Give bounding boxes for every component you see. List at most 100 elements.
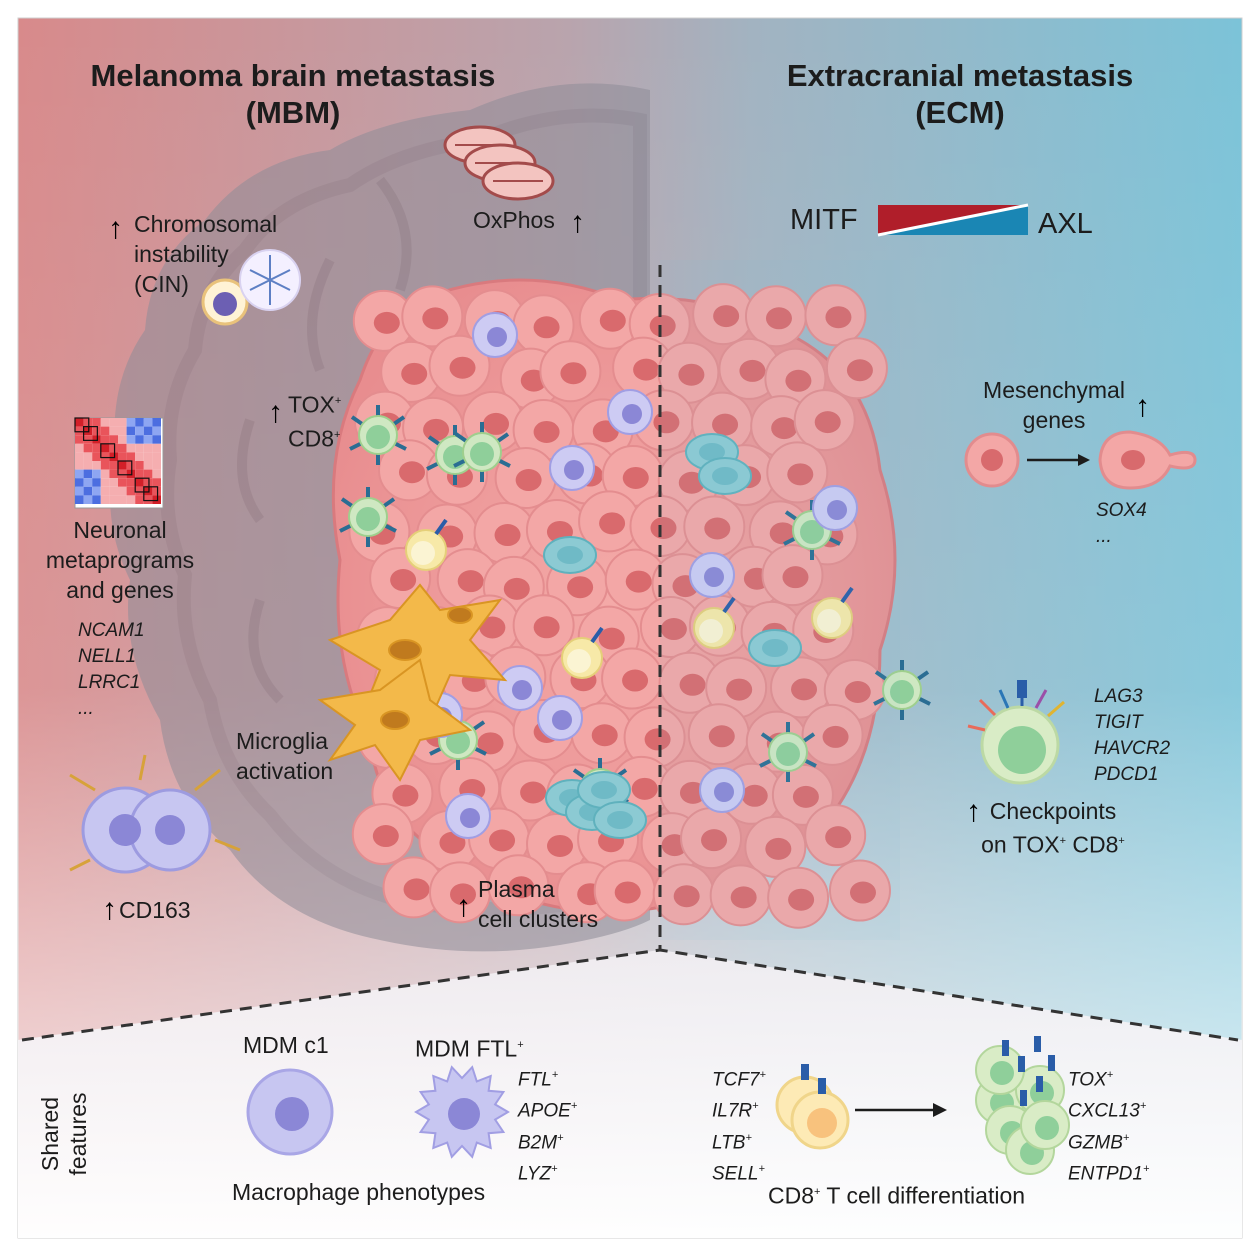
heatmap-cell — [152, 495, 161, 504]
tumor-cell — [499, 759, 562, 822]
heatmap-cell — [109, 495, 118, 504]
heatmap-block — [134, 477, 150, 493]
cin-line3: (CIN) — [134, 271, 189, 297]
tumor-cell — [761, 544, 824, 607]
mesenchymal-line2: genes — [1022, 407, 1086, 433]
tumor-cells — [339, 283, 931, 929]
gene-item: SOX4 — [1096, 500, 1147, 521]
plasma-cell-icon — [748, 629, 802, 667]
tumor-cell — [709, 864, 772, 927]
heatmap-cell — [100, 418, 110, 427]
heatmap-cell — [75, 443, 84, 453]
tumor-cell — [401, 285, 464, 348]
heatmap-cell — [126, 435, 136, 444]
heatmap-cell — [92, 469, 101, 479]
mesenchymal-label: Mesenchymal genes — [968, 375, 1140, 435]
microglia-line1: Microglia — [236, 728, 329, 754]
heatmap-cell — [83, 486, 93, 496]
heatmap-cell — [152, 418, 161, 427]
mitf-axl-gradient-icon — [877, 203, 1029, 237]
heatmap-cell — [92, 461, 101, 470]
heatmap-cell — [83, 461, 93, 470]
ecm-title-line1: Extracranial metastasis — [786, 58, 1134, 93]
heatmap-cell — [92, 418, 101, 427]
heatmap-cell — [152, 469, 161, 479]
heatmap-cell — [92, 486, 101, 496]
heatmap-cell — [118, 435, 127, 444]
tumor-cell — [351, 803, 414, 866]
plus-sup: + — [551, 1162, 558, 1175]
tcell-caption-rest: T cell differentiation — [820, 1182, 1026, 1209]
heatmap-cell — [109, 478, 118, 487]
gene-item: B2M — [518, 1131, 558, 1153]
gene-item: HAVCR2 — [1094, 738, 1171, 759]
heatmap-cell — [135, 469, 144, 479]
heatmap-block — [82, 426, 98, 441]
gene-item: GZMB — [1068, 1131, 1123, 1153]
receptor-icon — [1002, 1040, 1009, 1056]
plus-sup: + — [570, 1100, 578, 1113]
tumor-cell — [804, 284, 867, 347]
heatmap-cell — [75, 461, 84, 470]
macrophage-icon — [699, 767, 745, 813]
tumor-cell — [804, 804, 867, 867]
heatmap-cell — [118, 426, 127, 436]
heatmap-cell — [118, 486, 127, 496]
heatmap-cell — [135, 486, 144, 496]
macrophage-icon — [689, 552, 735, 598]
plus-sup: + — [759, 1069, 766, 1081]
receptor-icon — [1020, 1090, 1027, 1106]
heatmap-cell — [109, 418, 118, 427]
naive-t-cell-icon — [775, 1064, 947, 1150]
tumor-cell — [793, 389, 856, 452]
plasma-label: Plasma cell clusters — [478, 874, 598, 934]
macrophage-icon — [537, 695, 583, 741]
heatmap-cell — [143, 486, 153, 496]
plasma-line2: cell clusters — [478, 906, 599, 932]
heatmap-cell — [126, 461, 136, 470]
neuronal-gene-list: NCAM1 NELL1 LRRC1 ... — [78, 618, 145, 722]
heatmap-cell — [126, 426, 136, 436]
receptor-icon — [1018, 1056, 1025, 1072]
heatmap-cell — [83, 495, 93, 504]
t-cell-icon — [873, 660, 931, 720]
plasma-cell-icon — [698, 457, 752, 495]
nucleus — [448, 1098, 480, 1130]
tcell-caption: CD8+ T cell differentiation — [768, 1177, 1025, 1211]
checkpoints-line1: Checkpoints — [989, 798, 1117, 824]
mdm-c1-label: MDM c1 — [243, 1032, 329, 1058]
up-arrow-icon: ↑ — [108, 212, 123, 245]
heatmap-cell — [118, 478, 127, 487]
heatmap-cell — [75, 478, 84, 487]
tumor-cell — [378, 439, 441, 502]
gene-item: IL7R — [712, 1100, 753, 1122]
plus-sup: + — [752, 1100, 759, 1113]
gene-item: CXCL13 — [1068, 1100, 1140, 1122]
heatmap-cell — [126, 486, 136, 496]
plus-sup: + — [1142, 1162, 1150, 1175]
tox-cd8-label: TOX+ CD8+ — [288, 386, 341, 453]
tumor-mass — [331, 278, 931, 929]
cd8-text: CD8 — [768, 1182, 815, 1209]
up-arrow-icon: ↑ — [966, 795, 981, 828]
receptor-icon — [1036, 1076, 1043, 1092]
checkpoints-tox: on TOX — [981, 831, 1060, 858]
heatmap-cell — [92, 443, 101, 453]
cd8-text: CD8 — [288, 425, 335, 452]
heatmap-cell — [75, 452, 84, 461]
heatmap-cell — [126, 443, 136, 453]
heatmap-cell — [118, 495, 127, 504]
plus-sup: + — [1059, 835, 1067, 847]
heatmap-cell — [83, 435, 93, 444]
tumor-cell — [767, 866, 830, 929]
checkpoints-label: Checkpoints on TOX+ CD8+ — [968, 796, 1138, 860]
receptor-icon — [1048, 1055, 1055, 1071]
tumor-cell — [494, 447, 557, 510]
heatmap-cell — [109, 461, 118, 470]
neuronal-line3: and genes — [66, 577, 174, 603]
mdm-ftl-label: MDM FTL+ — [415, 1030, 524, 1064]
tox-text: TOX — [288, 391, 335, 418]
gene-item: APOE — [518, 1100, 571, 1122]
heatmap-cell — [135, 443, 144, 453]
heatmap-cell — [135, 461, 144, 470]
